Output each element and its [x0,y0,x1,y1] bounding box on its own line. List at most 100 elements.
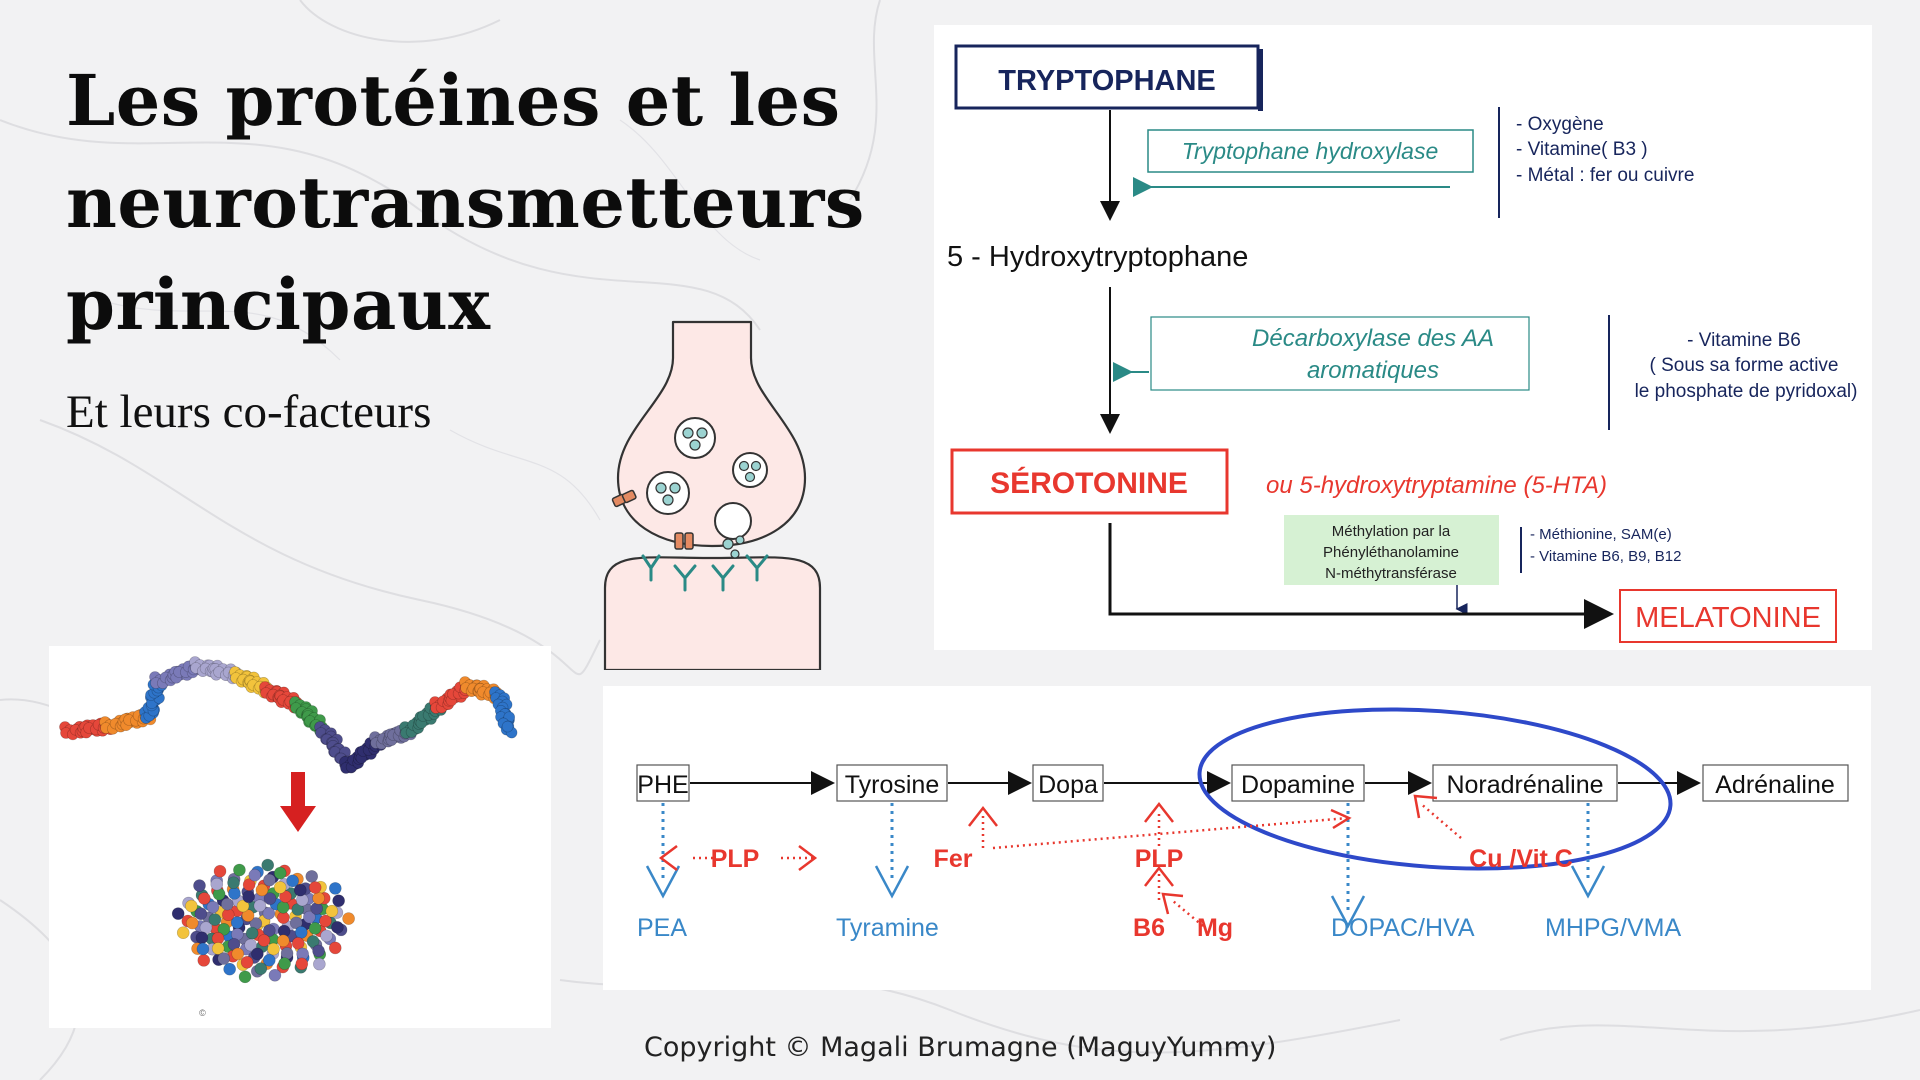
protein-bead [276,934,290,948]
title-line-2: neurotransmetteurs [66,161,865,244]
protein-bead [280,947,294,960]
protein-bead [255,883,269,897]
enzyme3-line-3: N-méthytransférase [1325,565,1457,582]
protein-bead [286,874,299,888]
protein-bead [501,720,514,733]
arrowhead-tyramine [874,865,910,899]
protein-bead [253,899,267,913]
protein-bead [231,947,245,961]
protein-bead [332,894,345,908]
adrenaline-label: Adrénaline [1715,771,1835,799]
protein-bead [305,870,319,883]
synapse-illustration [603,320,822,670]
protein-bead [262,953,276,967]
protein-bead [291,937,305,950]
cofactor2-vitb6: - Vitamine B6 [1687,330,1801,351]
protein-bead [208,913,222,926]
protein-bead [213,864,227,878]
protein-bead [328,882,342,895]
protein-bead [185,899,198,913]
dopamine-label: Dopamine [1241,771,1355,799]
mg-to-plp-dots [1172,900,1204,927]
protein-bead [303,910,316,924]
b6-arrowhead [1144,865,1174,887]
protein-bead [263,924,276,937]
melatonine-box [1619,589,1837,643]
protein-bead [171,907,185,920]
title-line-3: principaux [66,263,491,346]
receptors [641,554,769,592]
slide-subtitle: Et leurs co-facteurs [66,386,432,438]
protein-bead [248,868,262,882]
protein-bead [194,907,208,921]
protein-bead [220,897,234,911]
cuvitc-to-noradrenaline-dots [1419,802,1462,839]
protein-bead [242,890,255,904]
protein-bead [308,881,322,894]
protein-bead [276,901,290,914]
phe-label: PHE [637,771,688,799]
dopamine-box [1231,764,1365,802]
highlight-ellipse [1197,707,1673,871]
serotonine-alt-name: ou 5-hydroxytryptamine (5-HTA) [1266,472,1607,499]
postsynaptic-cell [603,556,822,670]
protein-bead [257,934,271,947]
protein-bead [240,955,254,969]
mhpg-vma-label: MHPG/VMA [1545,914,1681,942]
protein-bead [176,926,190,940]
protein-folding-panel: © [49,646,551,1028]
unfolded-protein-chain [59,656,518,774]
protein-bead [306,935,320,948]
protein-bead [185,916,199,930]
protein-bead [238,970,252,984]
enzyme2-line-1: Décarboxylase des AA [1252,325,1494,352]
cofactor1-oxygene: - Oxygène [1516,114,1604,135]
cuvitc-arrowhead [1413,794,1438,819]
protein-bead [197,954,211,967]
protein-bead [196,942,210,956]
plp-mid-arrowhead [1144,801,1174,823]
protein-bead [206,900,220,914]
folded-protein-globule [171,858,355,984]
arrowhead-mhpg [1570,865,1606,899]
protein-bead [278,957,291,970]
protein-bead [310,902,323,915]
slide-title: Les protéines et les neurotransmetteurs … [66,50,926,356]
serotonine-box [950,448,1229,515]
neurotransmitter-molecules [655,427,762,559]
protein-bead [263,892,277,905]
protein-bead [328,941,342,955]
protein-bead [320,929,333,943]
cofactor3-vitamines: - Vitamine B6, B9, B12 [1530,548,1681,565]
arrow-serotonine-to-melatonine [1108,523,1614,629]
protein-bead [211,942,225,955]
tryptophane-box [954,44,1260,110]
cofactor1-vitamine: - Vitamine( B3 ) [1516,139,1648,160]
protein-bead [245,926,259,940]
box-shadow [1258,49,1263,111]
tyrosine-label: Tyrosine [845,771,939,799]
protein-bead [295,957,309,971]
protein-bead [289,916,303,930]
enzyme2-line-2: aromatiques [1307,357,1439,384]
dopa-box [1032,764,1104,802]
enzyme1-box [1147,129,1474,173]
cofactor-cu-vitc: Cu /Vit C [1469,845,1573,873]
down-arrow-icon [280,772,316,832]
protein-bead [221,908,235,922]
enzyme3-line-1: Méthylation par la [1332,523,1451,540]
protein-bead [312,891,325,905]
protein-bead [312,944,325,958]
hydroxytryptophane-label: 5 - Hydroxytryptophane [947,241,1248,273]
noradrenaline-label: Noradrénaline [1446,771,1603,799]
cofactor2-active-form: ( Sous sa forme active [1649,355,1838,376]
protein-bead [244,938,257,952]
ion-channels [611,489,694,550]
cofactor-b6: B6 [1133,914,1165,942]
tyramine-label: Tyramine [836,914,939,942]
illustration-signature: © [199,1008,206,1018]
protein-bead [195,931,209,945]
tyrosine-box [836,764,948,802]
enzyme3-line-2: Phényléthanolamine [1323,544,1459,561]
tryptophane-label: TRYPTOPHANE [998,65,1216,97]
